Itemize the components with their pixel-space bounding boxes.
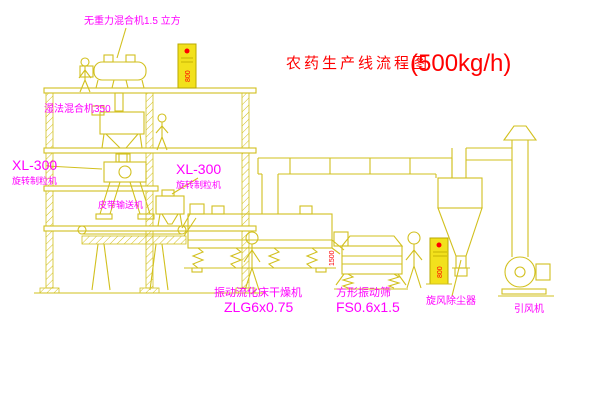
label-dryer-model: ZLG6x0.75 xyxy=(224,299,293,315)
granulator-left-drawing xyxy=(95,153,155,220)
panel2-text: 800 xyxy=(437,266,444,278)
gravity-free-mixer-drawing xyxy=(79,54,147,112)
drawing-title: 农药生产线流程图 xyxy=(286,55,430,72)
leader-lines xyxy=(46,27,462,297)
label-screen-model: FS0.6x1.5 xyxy=(336,299,400,315)
person-figure-second-floor xyxy=(155,113,169,151)
person-figure-top-floor xyxy=(78,57,92,93)
induced-draft-fan-drawing xyxy=(498,256,554,297)
dimension-1500: 1500 xyxy=(329,250,336,266)
label-screen-name: 方形振动筛 xyxy=(336,285,391,299)
exhaust-stack-drawing xyxy=(502,125,538,257)
person-figure-ground-left xyxy=(243,231,261,291)
cyclone-drawing xyxy=(437,147,512,277)
vibrating-screen-drawing xyxy=(333,231,408,290)
belt-conveyor-drawing xyxy=(77,213,197,291)
granulator-right-drawing xyxy=(155,189,185,227)
building-frame xyxy=(34,87,266,294)
label-gravity-free-mixer: 无重力混合机1.5 立方 xyxy=(84,14,181,27)
label-granulator-right-model: XL-300 xyxy=(176,161,221,177)
indicator-light-icon xyxy=(436,242,442,248)
label-dryer-name: 振动流化床干燥机 xyxy=(214,285,302,299)
label-granulator-left-name: 旋转制粒机 xyxy=(12,175,57,186)
duct-drawing xyxy=(257,157,453,214)
person-figure-ground-right xyxy=(405,231,423,289)
panel1-text: 800 xyxy=(185,70,192,82)
drawing-title-capacity: (500kg/h) xyxy=(410,50,511,77)
label-belt-conveyor: 皮带输送机 xyxy=(98,199,143,210)
label-cyclone: 旋风除尘器 xyxy=(426,294,476,307)
control-panel-1: 800 xyxy=(177,43,197,89)
label-wet-mixer: 湿法混合机350 xyxy=(44,102,111,115)
control-panel-2: 800 xyxy=(426,237,452,285)
wet-mixer-drawing xyxy=(91,105,145,163)
label-granulator-right-name: 旋转制粒机 xyxy=(176,179,221,190)
fluid-bed-dryer-drawing xyxy=(184,203,345,273)
label-fan: 引风机 xyxy=(514,302,544,315)
label-granulator-left-model: XL-300 xyxy=(12,157,57,173)
indicator-light-icon xyxy=(184,48,190,54)
